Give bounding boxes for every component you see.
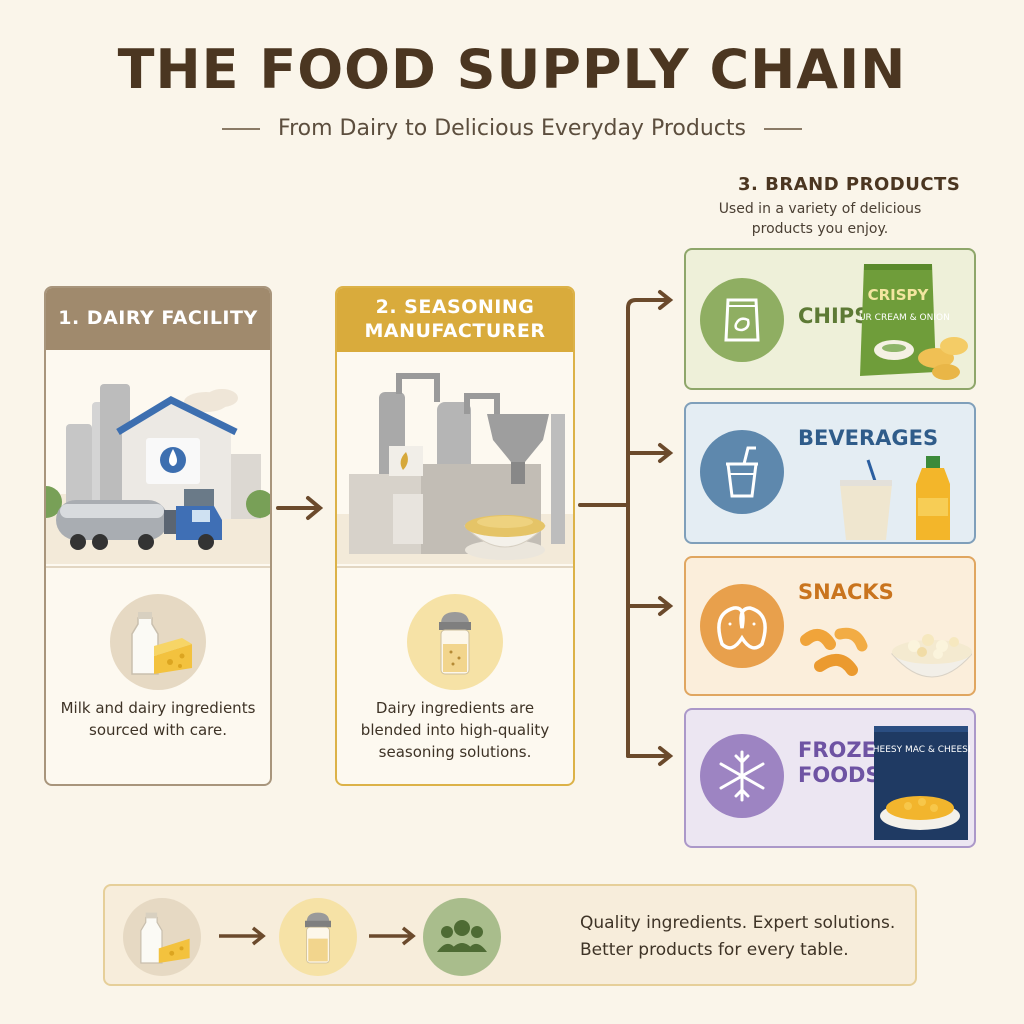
page-subtitle: From Dairy to Delicious Everyday Product… bbox=[278, 116, 746, 141]
product-label: BEVERAGES bbox=[798, 426, 939, 450]
seasoning-factory-scene-icon bbox=[337, 354, 573, 564]
summary-panel: Quality ingredients. Expert solutions. B… bbox=[103, 884, 917, 986]
stage-divider bbox=[337, 566, 573, 568]
subtitle-left-rule bbox=[222, 127, 261, 130]
tagline-line-1: Quality ingredients. Expert solutions. bbox=[580, 913, 896, 933]
box-text: CHEESY MAC & CHEESE bbox=[872, 745, 970, 755]
subtitle-right-rule bbox=[763, 127, 802, 130]
chip-bag-product-image: CRISPY SOUR CREAM & ONION bbox=[858, 260, 970, 386]
product-card-snacks: SNACKS bbox=[684, 556, 976, 696]
brand-products-heading: 3. BRAND PRODUCTS bbox=[738, 174, 961, 195]
beverages-product-image bbox=[834, 454, 970, 540]
product-card-frozen-foods: FROZEN FOODS CHEESY MAC & CHEESE bbox=[684, 708, 976, 848]
pretzel-icon bbox=[700, 584, 784, 668]
product-card-chips: CHIPS CRISPY SOUR CREAM & ONION bbox=[684, 248, 976, 390]
snowflake-icon bbox=[700, 734, 784, 818]
stage-description: Dairy ingredients are blended into high-… bbox=[360, 699, 550, 761]
tagline-line-2: Better products for every table. bbox=[580, 940, 849, 961]
people-icon bbox=[423, 898, 501, 976]
salt-shaker-icon bbox=[279, 898, 357, 976]
arrow-right-icon bbox=[219, 926, 266, 946]
stage-divider bbox=[46, 566, 270, 568]
dairy-plant-scene-icon bbox=[46, 354, 270, 564]
stage-description: Milk and dairy ingredients sourced with … bbox=[60, 699, 256, 739]
snacks-product-image bbox=[796, 610, 972, 694]
milk-and-cheese-icon bbox=[123, 898, 201, 976]
chip-bag-text: CRISPY bbox=[868, 286, 930, 304]
arrow-right-icon bbox=[369, 926, 416, 946]
product-label: SNACKS bbox=[798, 580, 894, 604]
product-card-beverages: BEVERAGES bbox=[684, 402, 976, 544]
chip-bag-icon bbox=[700, 278, 784, 362]
stage-title: 2. SEASONING MANUFACTURER bbox=[337, 288, 573, 352]
tagline: Quality ingredients. Expert solutions. B… bbox=[580, 910, 895, 964]
product-label: FROZEN FOODS bbox=[798, 738, 894, 788]
stage-seasoning-manufacturer: 2. SEASONING MANUFACTURER bbox=[335, 286, 575, 786]
milk-and-cheese-icon bbox=[110, 594, 206, 690]
chip-bag-subtext: SOUR CREAM & ONION bbox=[858, 313, 950, 323]
stage-title: 1. DAIRY FACILITY bbox=[46, 288, 270, 350]
product-label: CHIPS bbox=[798, 304, 870, 328]
subtitle-row: From Dairy to Delicious Everyday Product… bbox=[0, 116, 1024, 141]
stage-dairy-facility: 1. DAIRY FACILITY bbox=[44, 286, 272, 786]
cup-with-straw-icon bbox=[700, 430, 784, 514]
mac-and-cheese-box-image: CHEESY MAC & CHEESE bbox=[872, 724, 970, 842]
page-title: THE FOOD SUPPLY CHAIN bbox=[117, 38, 907, 101]
salt-shaker-icon bbox=[407, 594, 503, 690]
brand-products-description: Used in a variety of delicious products … bbox=[718, 201, 922, 237]
